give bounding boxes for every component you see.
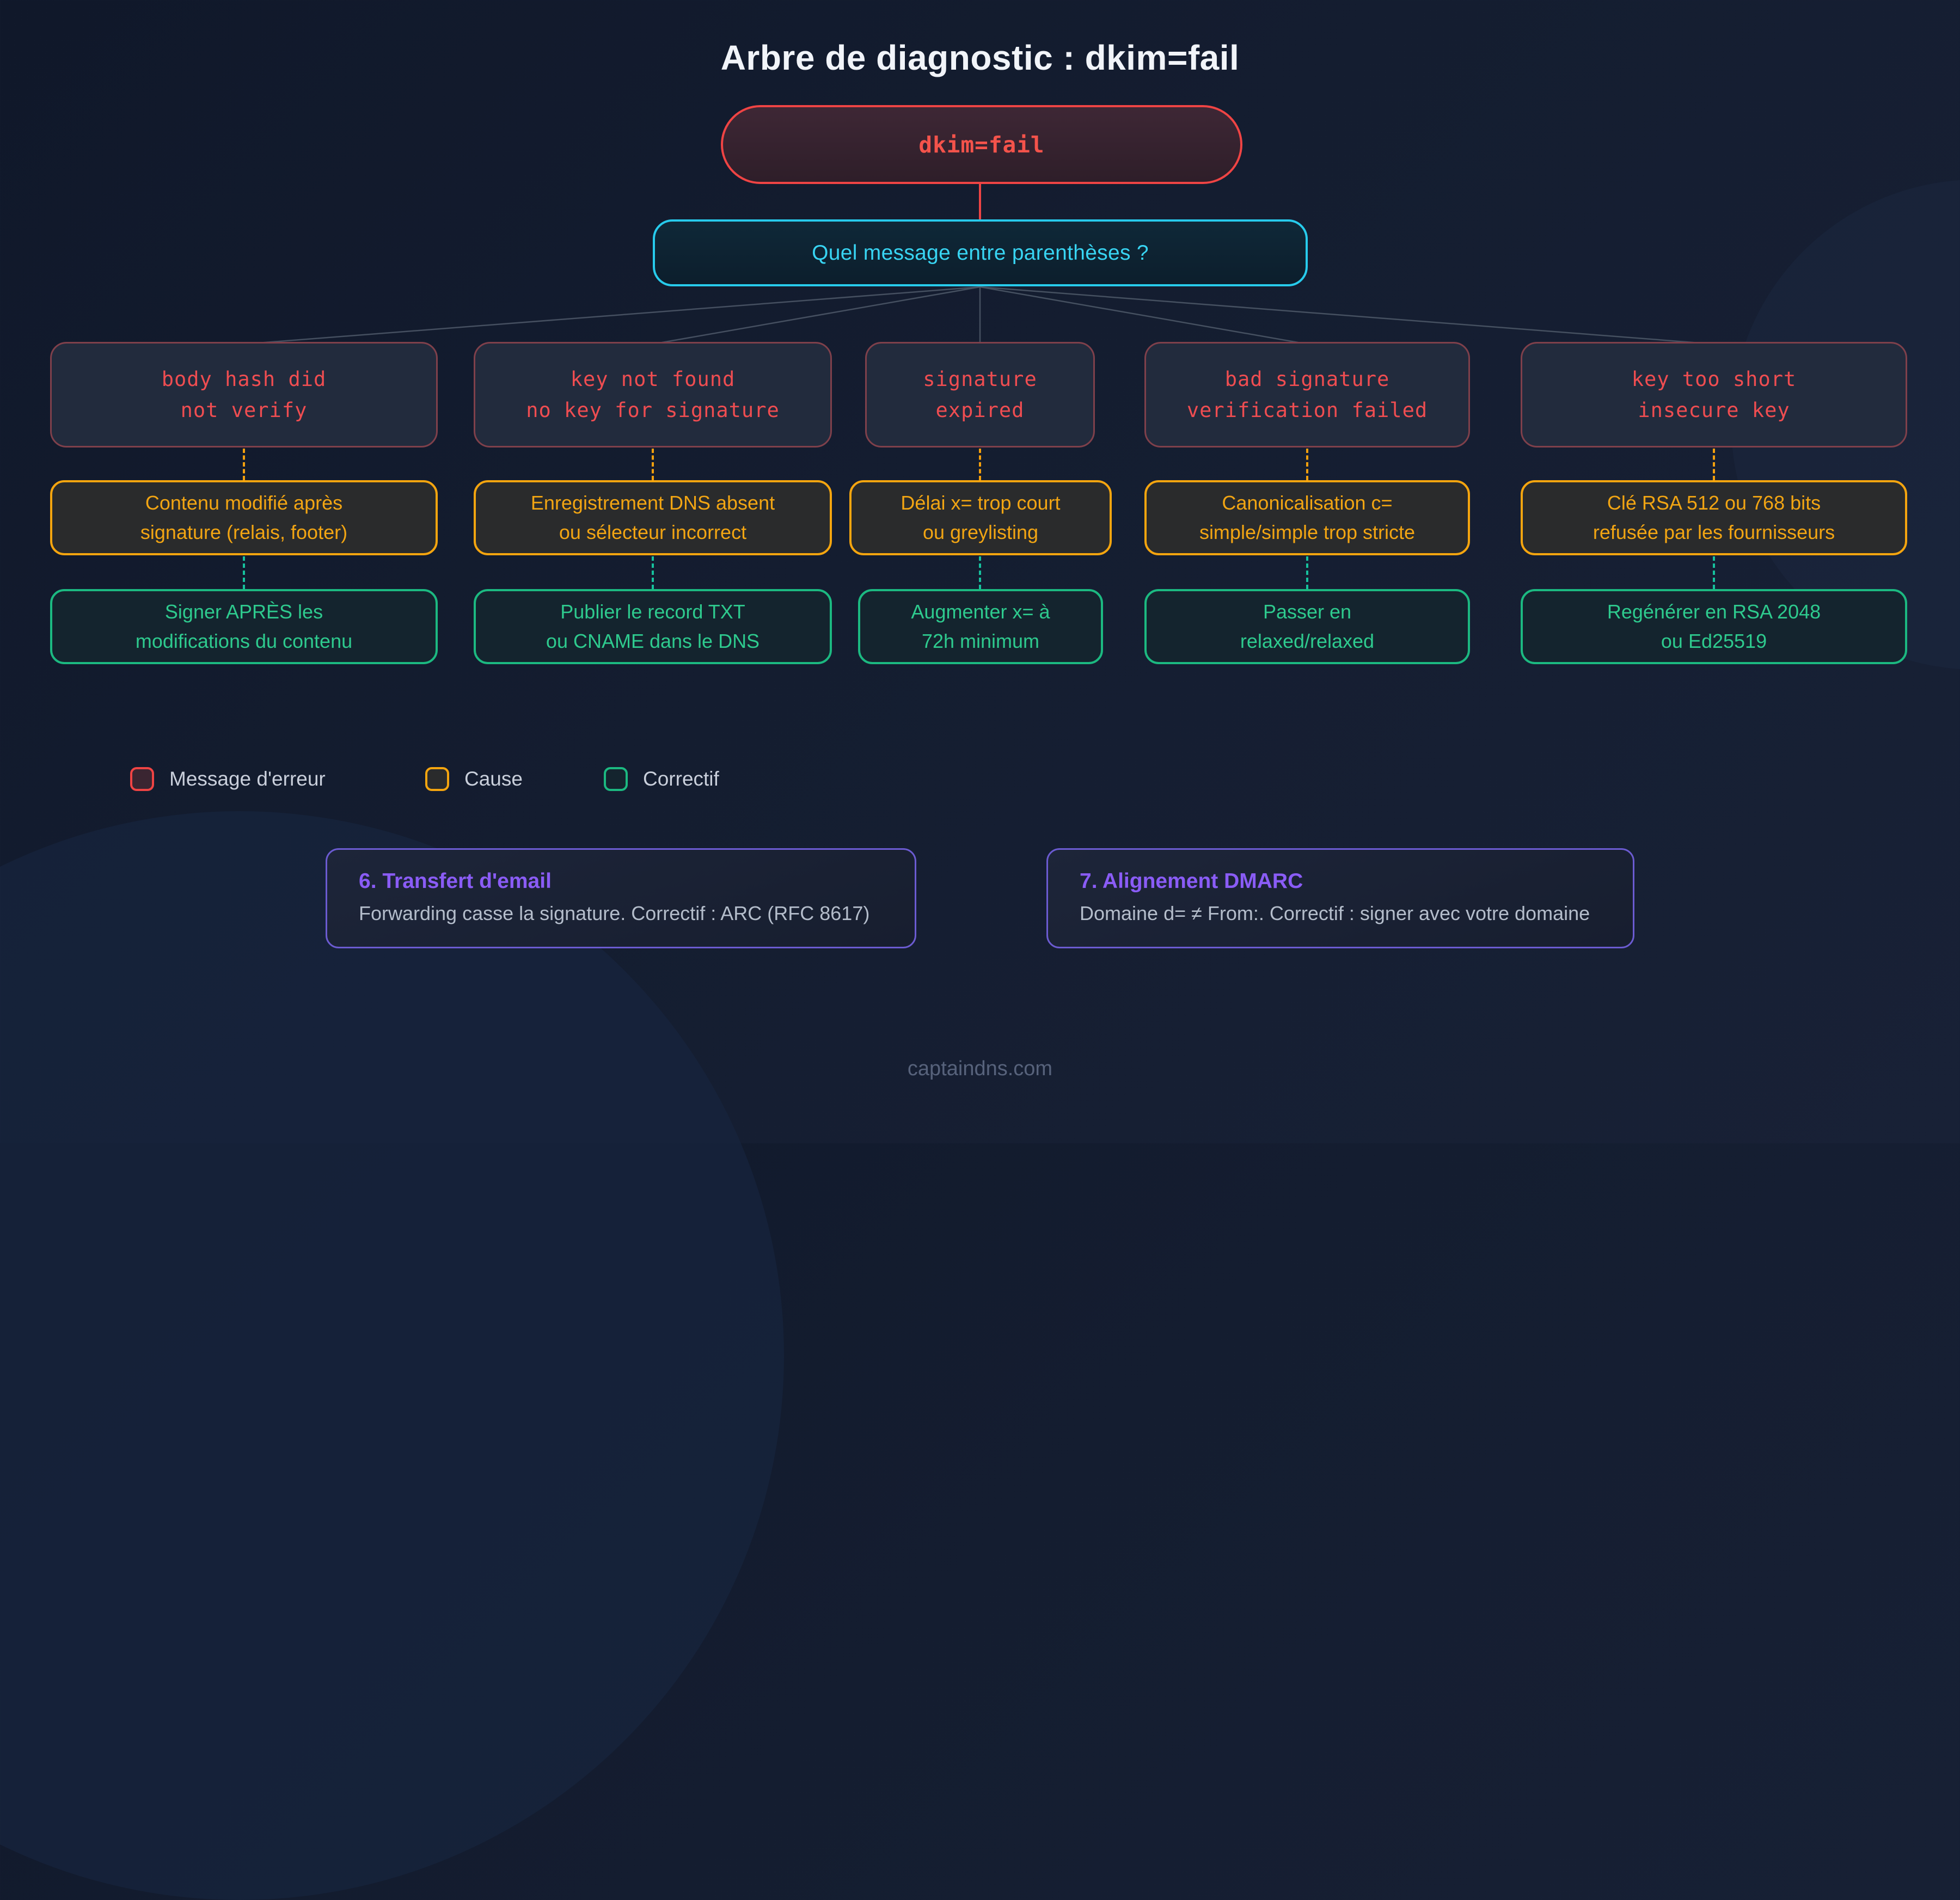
branch-line xyxy=(979,286,1714,345)
fix-node-sign-after: Signer APRÈS les modifications du conten… xyxy=(50,589,438,664)
cause-node-canonicalisation: Canonicalisation c= simple/simple trop s… xyxy=(1144,480,1470,555)
note-card-title: 6. Transfert d'email xyxy=(359,869,552,893)
cause-line: ou greylisting xyxy=(922,521,1039,543)
error-line: key not found xyxy=(570,367,736,391)
connector-error-cause xyxy=(979,449,981,480)
error-line: verification failed xyxy=(1186,399,1428,422)
question-node: Quel message entre parenthèses ? xyxy=(653,219,1308,286)
connector-cause-fix xyxy=(652,556,654,589)
legend-swatch-fix xyxy=(604,767,628,791)
note-card-body: Forwarding casse la signature. Correctif… xyxy=(359,902,870,924)
fix-node-regenerate-key: Regénérer en RSA 2048 ou Ed25519 xyxy=(1521,589,1907,664)
note-card-title: 7. Alignement DMARC xyxy=(1080,869,1303,893)
cause-node-content-modified: Contenu modifié après signature (relais,… xyxy=(50,480,438,555)
fix-line: Signer APRÈS les xyxy=(164,600,323,623)
cause-line: Canonicalisation c= xyxy=(1222,492,1393,514)
cause-line: Clé RSA 512 ou 768 bits xyxy=(1607,492,1821,514)
error-line: expired xyxy=(935,399,1025,422)
legend-label: Message d'erreur xyxy=(169,768,326,790)
cause-line: signature (relais, footer) xyxy=(140,521,348,543)
connector-cause-fix xyxy=(243,556,245,589)
error-line: not verify xyxy=(180,399,308,422)
fix-line: ou CNAME dans le DNS xyxy=(546,630,760,652)
legend-label: Cause xyxy=(464,768,523,790)
error-line: insecure key xyxy=(1638,399,1790,422)
branch-line xyxy=(652,286,981,345)
branch-line xyxy=(979,286,1308,345)
fix-line: relaxed/relaxed xyxy=(1240,630,1375,652)
cause-line: refusée par les fournisseurs xyxy=(1592,521,1835,543)
fix-line: ou Ed25519 xyxy=(1661,630,1767,652)
fix-line: Augmenter x= à xyxy=(911,600,1050,623)
cause-line: Enregistrement DNS absent xyxy=(530,492,775,514)
fix-node-relaxed: Passer en relaxed/relaxed xyxy=(1144,589,1470,664)
fix-line: Publier le record TXT xyxy=(560,600,745,623)
branch-line xyxy=(243,286,981,345)
question-node-label: Quel message entre parenthèses ? xyxy=(812,241,1149,265)
cause-node-dns-missing: Enregistrement DNS absent ou sélecteur i… xyxy=(474,480,832,555)
fix-line: Regénérer en RSA 2048 xyxy=(1607,600,1821,623)
error-node-bad-signature: bad signature verification failed xyxy=(1144,342,1470,448)
fix-node-increase-x: Augmenter x= à 72h minimum xyxy=(858,589,1103,664)
error-node-signature-expired: signature expired xyxy=(865,342,1095,448)
error-node-key-not-found: key not found no key for signature xyxy=(474,342,832,448)
legend-item-error: Message d'erreur xyxy=(130,764,326,794)
connector-cause-fix xyxy=(1713,556,1715,589)
fix-line: 72h minimum xyxy=(921,630,1040,652)
legend-label: Correctif xyxy=(643,768,719,790)
error-line: key too short xyxy=(1631,367,1797,391)
cause-line: simple/simple trop stricte xyxy=(1199,521,1416,543)
note-card-email-forwarding: 6. Transfert d'email Forwarding casse la… xyxy=(326,848,916,948)
page-title: Arbre de diagnostic : dkim=fail xyxy=(720,38,1240,77)
note-card-dmarc-alignment: 7. Alignement DMARC Domaine d= ≠ From:. … xyxy=(1046,848,1634,948)
error-line: signature xyxy=(923,367,1037,391)
connector-error-cause xyxy=(1713,449,1715,480)
connector-error-cause xyxy=(243,449,245,480)
error-line: body hash did xyxy=(161,367,327,391)
cause-node-delay-too-short: Délai x= trop court ou greylisting xyxy=(849,480,1112,555)
cause-line: Délai x= trop court xyxy=(901,492,1061,514)
error-node-key-too-short: key too short insecure key xyxy=(1521,342,1907,448)
connector-root-to-question xyxy=(979,183,981,220)
cause-line: ou sélecteur incorrect xyxy=(559,521,747,543)
legend-item-cause: Cause xyxy=(425,764,523,794)
error-node-body-hash: body hash did not verify xyxy=(50,342,438,448)
connector-cause-fix xyxy=(1306,556,1308,589)
legend-item-fix: Correctif xyxy=(604,764,719,794)
branch-lines xyxy=(243,286,1714,345)
footer-site-url: captaindns.com xyxy=(907,1057,1053,1080)
root-node-label: dkim=fail xyxy=(918,131,1045,158)
cause-line: Contenu modifié après xyxy=(145,492,343,514)
note-card-body: Domaine d= ≠ From:. Correctif : signer a… xyxy=(1080,902,1590,924)
legend-swatch-cause xyxy=(425,767,449,791)
diagnostic-tree-canvas: Arbre de diagnostic : dkim=fail dkim=fai… xyxy=(0,38,1960,1900)
fix-line: Passer en xyxy=(1263,600,1352,623)
legend-swatch-error xyxy=(130,767,154,791)
connector-error-cause xyxy=(1306,449,1308,480)
root-node: dkim=fail xyxy=(721,105,1242,184)
fix-line: modifications du contenu xyxy=(135,630,353,652)
fix-node-publish-txt: Publier le record TXT ou CNAME dans le D… xyxy=(474,589,832,664)
connector-error-cause xyxy=(652,449,654,480)
cause-node-rsa-refused: Clé RSA 512 ou 768 bits refusée par les … xyxy=(1521,480,1907,555)
error-line: bad signature xyxy=(1224,367,1390,391)
error-line: no key for signature xyxy=(526,399,780,422)
connector-cause-fix xyxy=(979,556,981,589)
